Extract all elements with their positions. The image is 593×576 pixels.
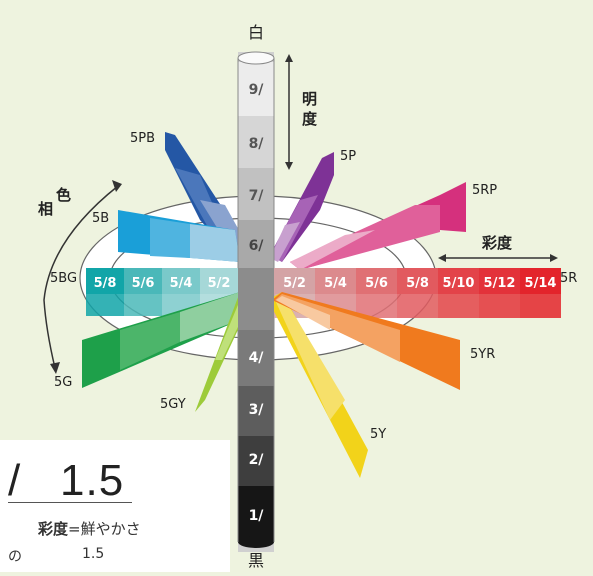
- chroma-meaning: =鮮やかさ: [68, 520, 141, 538]
- value-step-label: 2/: [249, 452, 265, 468]
- chroma-cell-left-lower: [86, 294, 124, 316]
- chroma-label-left: 5/6: [132, 276, 155, 291]
- chroma-axis-arrow: [438, 254, 558, 262]
- chroma-definition: 彩度=鮮やかさ: [38, 518, 141, 539]
- wing-5g: [82, 292, 240, 388]
- value-axis-label-2: 度: [302, 110, 318, 128]
- value-column: [237, 51, 275, 552]
- chroma-cell-left: [124, 268, 162, 294]
- chroma-label-right: 5/8: [406, 276, 429, 291]
- chroma-axis-label: 彩度: [481, 234, 513, 252]
- chroma-label-left: 5/4: [170, 276, 193, 291]
- hue-axis-label-2: 相: [38, 200, 53, 218]
- hue-label-5b: 5B: [92, 211, 109, 226]
- wing-5p: [270, 152, 334, 262]
- chroma-term: 彩度: [38, 520, 69, 538]
- white-label: 白: [248, 23, 264, 42]
- hue-label-5yr: 5YR: [470, 347, 495, 362]
- chroma-cell-right-lower: [438, 294, 479, 318]
- value-axis-label-1: 明: [302, 90, 317, 108]
- value-number-small: 1.5: [82, 546, 105, 562]
- hue-label-5y: 5Y: [370, 427, 386, 442]
- hue-axis-label-1: 色: [56, 186, 71, 204]
- chroma-cell-left: [86, 268, 124, 294]
- hue-label-5p: 5P: [340, 149, 356, 164]
- chroma-band-right: 5/2 5/4 5/6 5/8 5/10 5/12 5/14: [274, 268, 561, 318]
- chroma-cell-left-lower: [124, 294, 162, 316]
- hue-label-5g: 5G: [54, 375, 72, 390]
- chroma-cell-right: [397, 268, 438, 294]
- value-step-label: 9/: [249, 82, 265, 98]
- chroma-label-right: 5/6: [365, 276, 388, 291]
- chroma-cell-right: [274, 268, 315, 294]
- chroma-label-right: 5/14: [525, 276, 557, 291]
- chroma-label-right: 5/2: [283, 276, 306, 291]
- value-axis-arrow: [285, 54, 293, 170]
- chroma-cell-left: [200, 268, 238, 294]
- value-step-label: 7/: [249, 188, 265, 204]
- footer-underline: [8, 502, 132, 503]
- footer-panel: [0, 440, 230, 572]
- chroma-cell-right: [438, 268, 479, 294]
- black-label: 黒: [248, 551, 264, 570]
- wing-5y: [268, 292, 368, 478]
- wing-5rp: [290, 182, 466, 270]
- chroma-label-right: 5/12: [484, 276, 516, 291]
- hue-label-5pb: 5PB: [130, 131, 155, 146]
- hue-axis-arrow: [43, 180, 122, 374]
- value-step-label: 4/: [249, 350, 265, 366]
- chroma-cell-right: [479, 268, 520, 294]
- chroma-label-left: 5/2: [208, 276, 231, 291]
- hue-label-5gy: 5GY: [160, 397, 186, 412]
- chroma-cell-right-lower: [397, 294, 438, 318]
- value-step-label: 3/: [249, 402, 265, 418]
- chroma-cell-right-lower: [479, 294, 520, 318]
- chroma-label-right: 5/10: [443, 276, 475, 291]
- chroma-cell-right: [315, 268, 356, 294]
- chroma-label-left: 5/8: [94, 276, 117, 291]
- chroma-cell-right: [520, 268, 561, 294]
- chroma-cell-right-lower: [520, 294, 561, 318]
- value-step-label: 8/: [249, 136, 265, 152]
- chroma-label-right: 5/4: [324, 276, 347, 291]
- hue-label-5bg: 5BG: [50, 271, 77, 286]
- slash-mark: /: [8, 456, 21, 505]
- value-column-mid: [238, 268, 274, 330]
- wing-5b: [118, 210, 240, 262]
- value-step-labels: 9/8/7/6/4/3/2/1/: [249, 82, 265, 524]
- hue-labels: 5R 5YR 5Y 5GY 5G 5BG 5B 5PB 5P 5RP: [50, 131, 577, 442]
- chroma-cell-right: [356, 268, 397, 294]
- chroma-cell-left: [162, 268, 200, 294]
- value-step-label: 6/: [249, 238, 265, 254]
- no-particle: の: [8, 549, 22, 565]
- hue-label-5rp: 5RP: [472, 183, 497, 198]
- hue-label-5r: 5R: [560, 271, 577, 286]
- value-step-label: 1/: [249, 508, 265, 524]
- wing-5yr: [272, 292, 460, 390]
- value-number-large: 1.5: [60, 456, 125, 505]
